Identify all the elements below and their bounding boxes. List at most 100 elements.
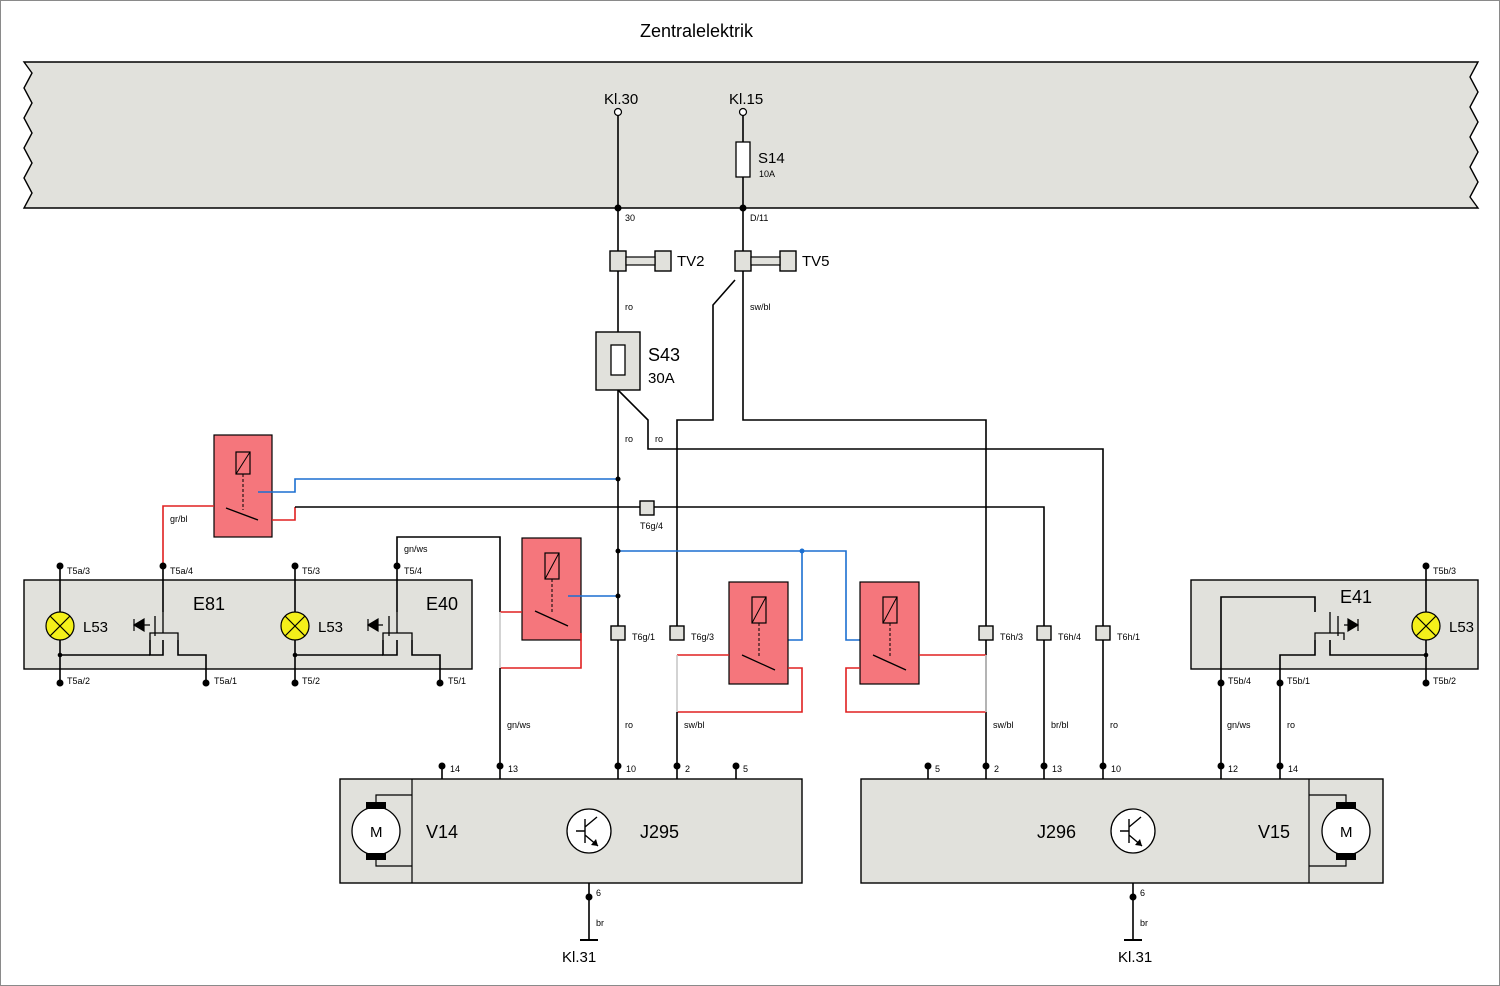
pin-dots-left	[56, 562, 444, 687]
t5a4-label: T5a/4	[170, 566, 193, 576]
j295-pin5: 5	[743, 764, 748, 774]
wire-e41-to-j296	[1220, 683, 1281, 769]
s14-rating: 10A	[759, 169, 775, 179]
wire-red-relay3-out	[677, 667, 803, 713]
wire-s43-branch	[617, 389, 1104, 769]
j295-label: J295	[640, 822, 679, 842]
wire-swbl-top: sw/bl	[750, 302, 771, 312]
j296-pin2: 2	[994, 764, 999, 774]
tv2-connector	[609, 250, 672, 272]
lamp-icon	[280, 611, 310, 641]
j295-pin13: 13	[508, 764, 518, 774]
j296-pin10: 10	[1111, 764, 1121, 774]
junction-dot	[799, 548, 805, 554]
pin-dots-right	[1217, 562, 1430, 687]
relay-icon	[741, 596, 776, 671]
j296-pin13: 13	[1052, 764, 1062, 774]
kl30-terminal	[613, 107, 623, 117]
transistor-icon	[1110, 808, 1156, 854]
wire-blue-relay1	[258, 478, 618, 493]
switch-icon	[132, 612, 179, 640]
kl15-label: Kl.15	[729, 91, 763, 108]
wire-ro-j296-label: ro	[1110, 720, 1118, 730]
t53-label: T5/3	[302, 566, 320, 576]
kl31-left-label: Kl.31	[562, 949, 596, 966]
j296-pins	[924, 762, 1284, 940]
l53-c-label: L53	[1449, 619, 1474, 636]
kl30-label: Kl.30	[604, 91, 638, 108]
e81-label: E81	[193, 594, 225, 614]
wire-red-relay4-out	[845, 667, 986, 713]
tv2-label: TV2	[677, 253, 705, 270]
t51-label: T5/1	[448, 676, 466, 686]
t6g1-label: T6g/1	[632, 632, 655, 642]
lamp-icon	[45, 611, 75, 641]
diagram-title: Zentralelektrik	[640, 21, 754, 41]
s43-label: S43	[648, 345, 680, 365]
pin-d11-dot	[739, 204, 747, 212]
t6g4-connector	[639, 500, 655, 516]
t6h1-label: T6h/1	[1117, 632, 1140, 642]
tv5-label: TV5	[802, 253, 830, 270]
j295-pin10: 10	[626, 764, 636, 774]
junction-dot	[615, 593, 621, 599]
e41-label: E41	[1340, 587, 1372, 607]
t6h4-label: T6h/4	[1058, 632, 1081, 642]
switch-icon	[1314, 612, 1360, 640]
j295-pin14: 14	[450, 764, 460, 774]
junction-dot	[615, 476, 621, 482]
v15-label: V15	[1258, 822, 1290, 842]
wire-br-right: br	[1140, 918, 1148, 928]
pin-30-dot	[614, 204, 622, 212]
transistor-icon	[566, 808, 612, 854]
relay-icon	[872, 596, 907, 671]
t6h3-label: T6h/3	[1000, 632, 1023, 642]
pin-d11-label: D/11	[750, 213, 768, 223]
fuse-icon	[735, 141, 751, 178]
wire-gnws-right: gn/ws	[1227, 720, 1251, 730]
wire-ro-top: ro	[625, 302, 633, 312]
j295-pin2: 2	[685, 764, 690, 774]
motor-icon	[351, 794, 412, 867]
wire-ro-right: ro	[1287, 720, 1295, 730]
j296-pin5: 5	[935, 764, 940, 774]
t5a1-label: T5a/1	[214, 676, 237, 686]
t5b2-label: T5b/2	[1433, 676, 1456, 686]
t5a2-label: T5a/2	[67, 676, 90, 686]
relay-icon	[225, 451, 259, 521]
wire-grbl-label: gr/bl	[170, 514, 188, 524]
j296-pin14: 14	[1288, 764, 1298, 774]
wire-red-relay1-in	[162, 505, 214, 563]
t52-label: T5/2	[302, 676, 320, 686]
wire-gnws-left: gn/ws	[507, 720, 531, 730]
fuse-icon	[610, 344, 626, 376]
wire-br-left: br	[596, 918, 604, 928]
t6-connectors	[610, 625, 1111, 641]
s43-rating: 30A	[648, 370, 675, 387]
l53-a-label: L53	[83, 619, 108, 636]
wire-swbl-j296-label: sw/bl	[993, 720, 1014, 730]
kl31-right-label: Kl.31	[1118, 949, 1152, 966]
wire-swbl-j295-label: sw/bl	[684, 720, 705, 730]
motor-icon	[1309, 794, 1371, 867]
j296-motor-glyph: M	[1340, 824, 1353, 841]
central-electrics-panel	[22, 61, 1480, 209]
t5a3-label: T5a/3	[67, 566, 90, 576]
t5b3-label: T5b/3	[1433, 566, 1456, 576]
wire-grbl-main	[295, 506, 1045, 769]
l53-b-label: L53	[318, 619, 343, 636]
wire-e81	[59, 563, 207, 680]
wire-kl15-main	[742, 116, 987, 769]
pin-30-label: 30	[625, 213, 635, 223]
relay-icon	[534, 552, 569, 627]
wire-blue-bus	[618, 550, 860, 641]
j296-pin6: 6	[1140, 888, 1145, 898]
t5b1-label: T5b/1	[1287, 676, 1310, 686]
wire-ro-mid2: ro	[655, 434, 663, 444]
j295-motor-glyph: M	[370, 824, 383, 841]
j295-pins	[438, 762, 740, 940]
v14-label: V14	[426, 822, 458, 842]
wire-gnws-e40	[396, 536, 501, 612]
switch-icon	[366, 612, 413, 640]
